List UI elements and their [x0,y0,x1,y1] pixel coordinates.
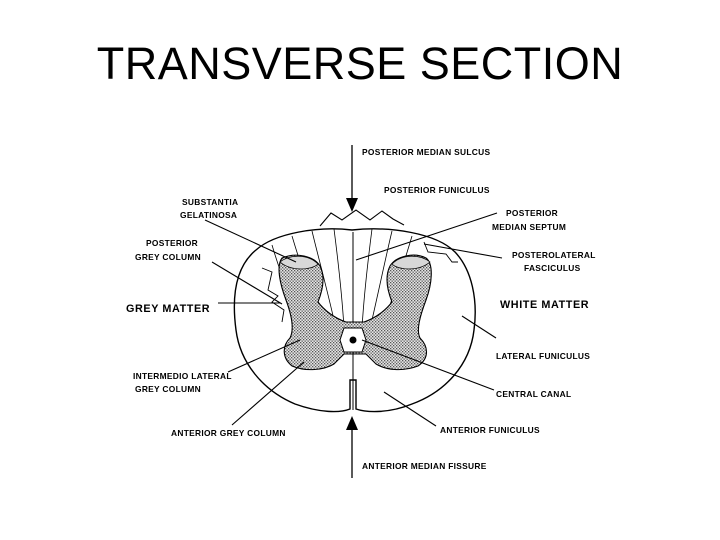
label-posterior-median-septum-2: MEDIAN SEPTUM [492,222,566,232]
leader-posterior-median-septum [355,212,498,261]
posterior-funiculus-bracket [319,209,405,227]
leader-posterolateral-fasciculus [423,243,503,259]
posterior-grey-column-bracket [261,267,285,323]
leader-posterior-grey-column [211,261,283,305]
label-posterior-median-septum-1: POSTERIOR [506,208,558,218]
label-substantia-gelatinosa-2: GELATINOSA [180,210,237,220]
leader-intermediolateral [227,339,301,373]
leader-white-matter [461,315,497,339]
label-grey-matter: GREY MATTER [126,303,210,315]
label-posterolateral-fasciculus-2: FASCICULUS [524,263,581,273]
label-posterior-grey-column-1: POSTERIOR [146,238,198,248]
label-posterior-median-sulcus: POSTERIOR MEDIAN SULCUS [362,147,490,157]
spinal-cord-outline [233,228,476,413]
label-intermediolateral-2: GREY COLUMN [135,384,201,394]
leader-anterior-grey-column [231,361,305,426]
leader-substantia-gelatinosa [204,219,297,263]
anterior-median-fissure-arrow [346,416,358,478]
central-canal-dot [349,336,357,344]
label-posterior-grey-column-2: GREY COLUMN [135,252,201,262]
posterior-median-sulcus-arrow [346,145,358,212]
label-posterolateral-fasciculus-1: POSTEROLATERAL [512,250,596,260]
label-lateral-funiculus: LATERAL FUNICULUS [496,351,590,361]
leader-lines [204,212,503,427]
leader-central-canal [361,339,495,391]
label-intermediolateral-1: INTERMEDIO LATERAL [133,371,232,381]
label-anterior-funiculus: ANTERIOR FUNICULUS [440,425,540,435]
substantia-gelatinosa-right [391,255,431,270]
label-posterior-funiculus: POSTERIOR FUNICULUS [384,185,490,195]
label-anterior-median-fissure: ANTERIOR MEDIAN FISSURE [362,461,487,471]
label-anterior-grey-column: ANTERIOR GREY COLUMN [171,428,286,438]
label-white-matter: WHITE MATTER [500,299,589,311]
label-central-canal: CENTRAL CANAL [496,389,571,399]
posterolateral-fasciculus-outline [423,241,458,263]
label-substantia-gelatinosa-1: SUBSTANTIA [182,197,238,207]
grey-matter-region [278,254,432,371]
leader-anterior-funiculus [383,391,437,427]
slide-title: TRANSVERSE SECTION [96,38,624,89]
